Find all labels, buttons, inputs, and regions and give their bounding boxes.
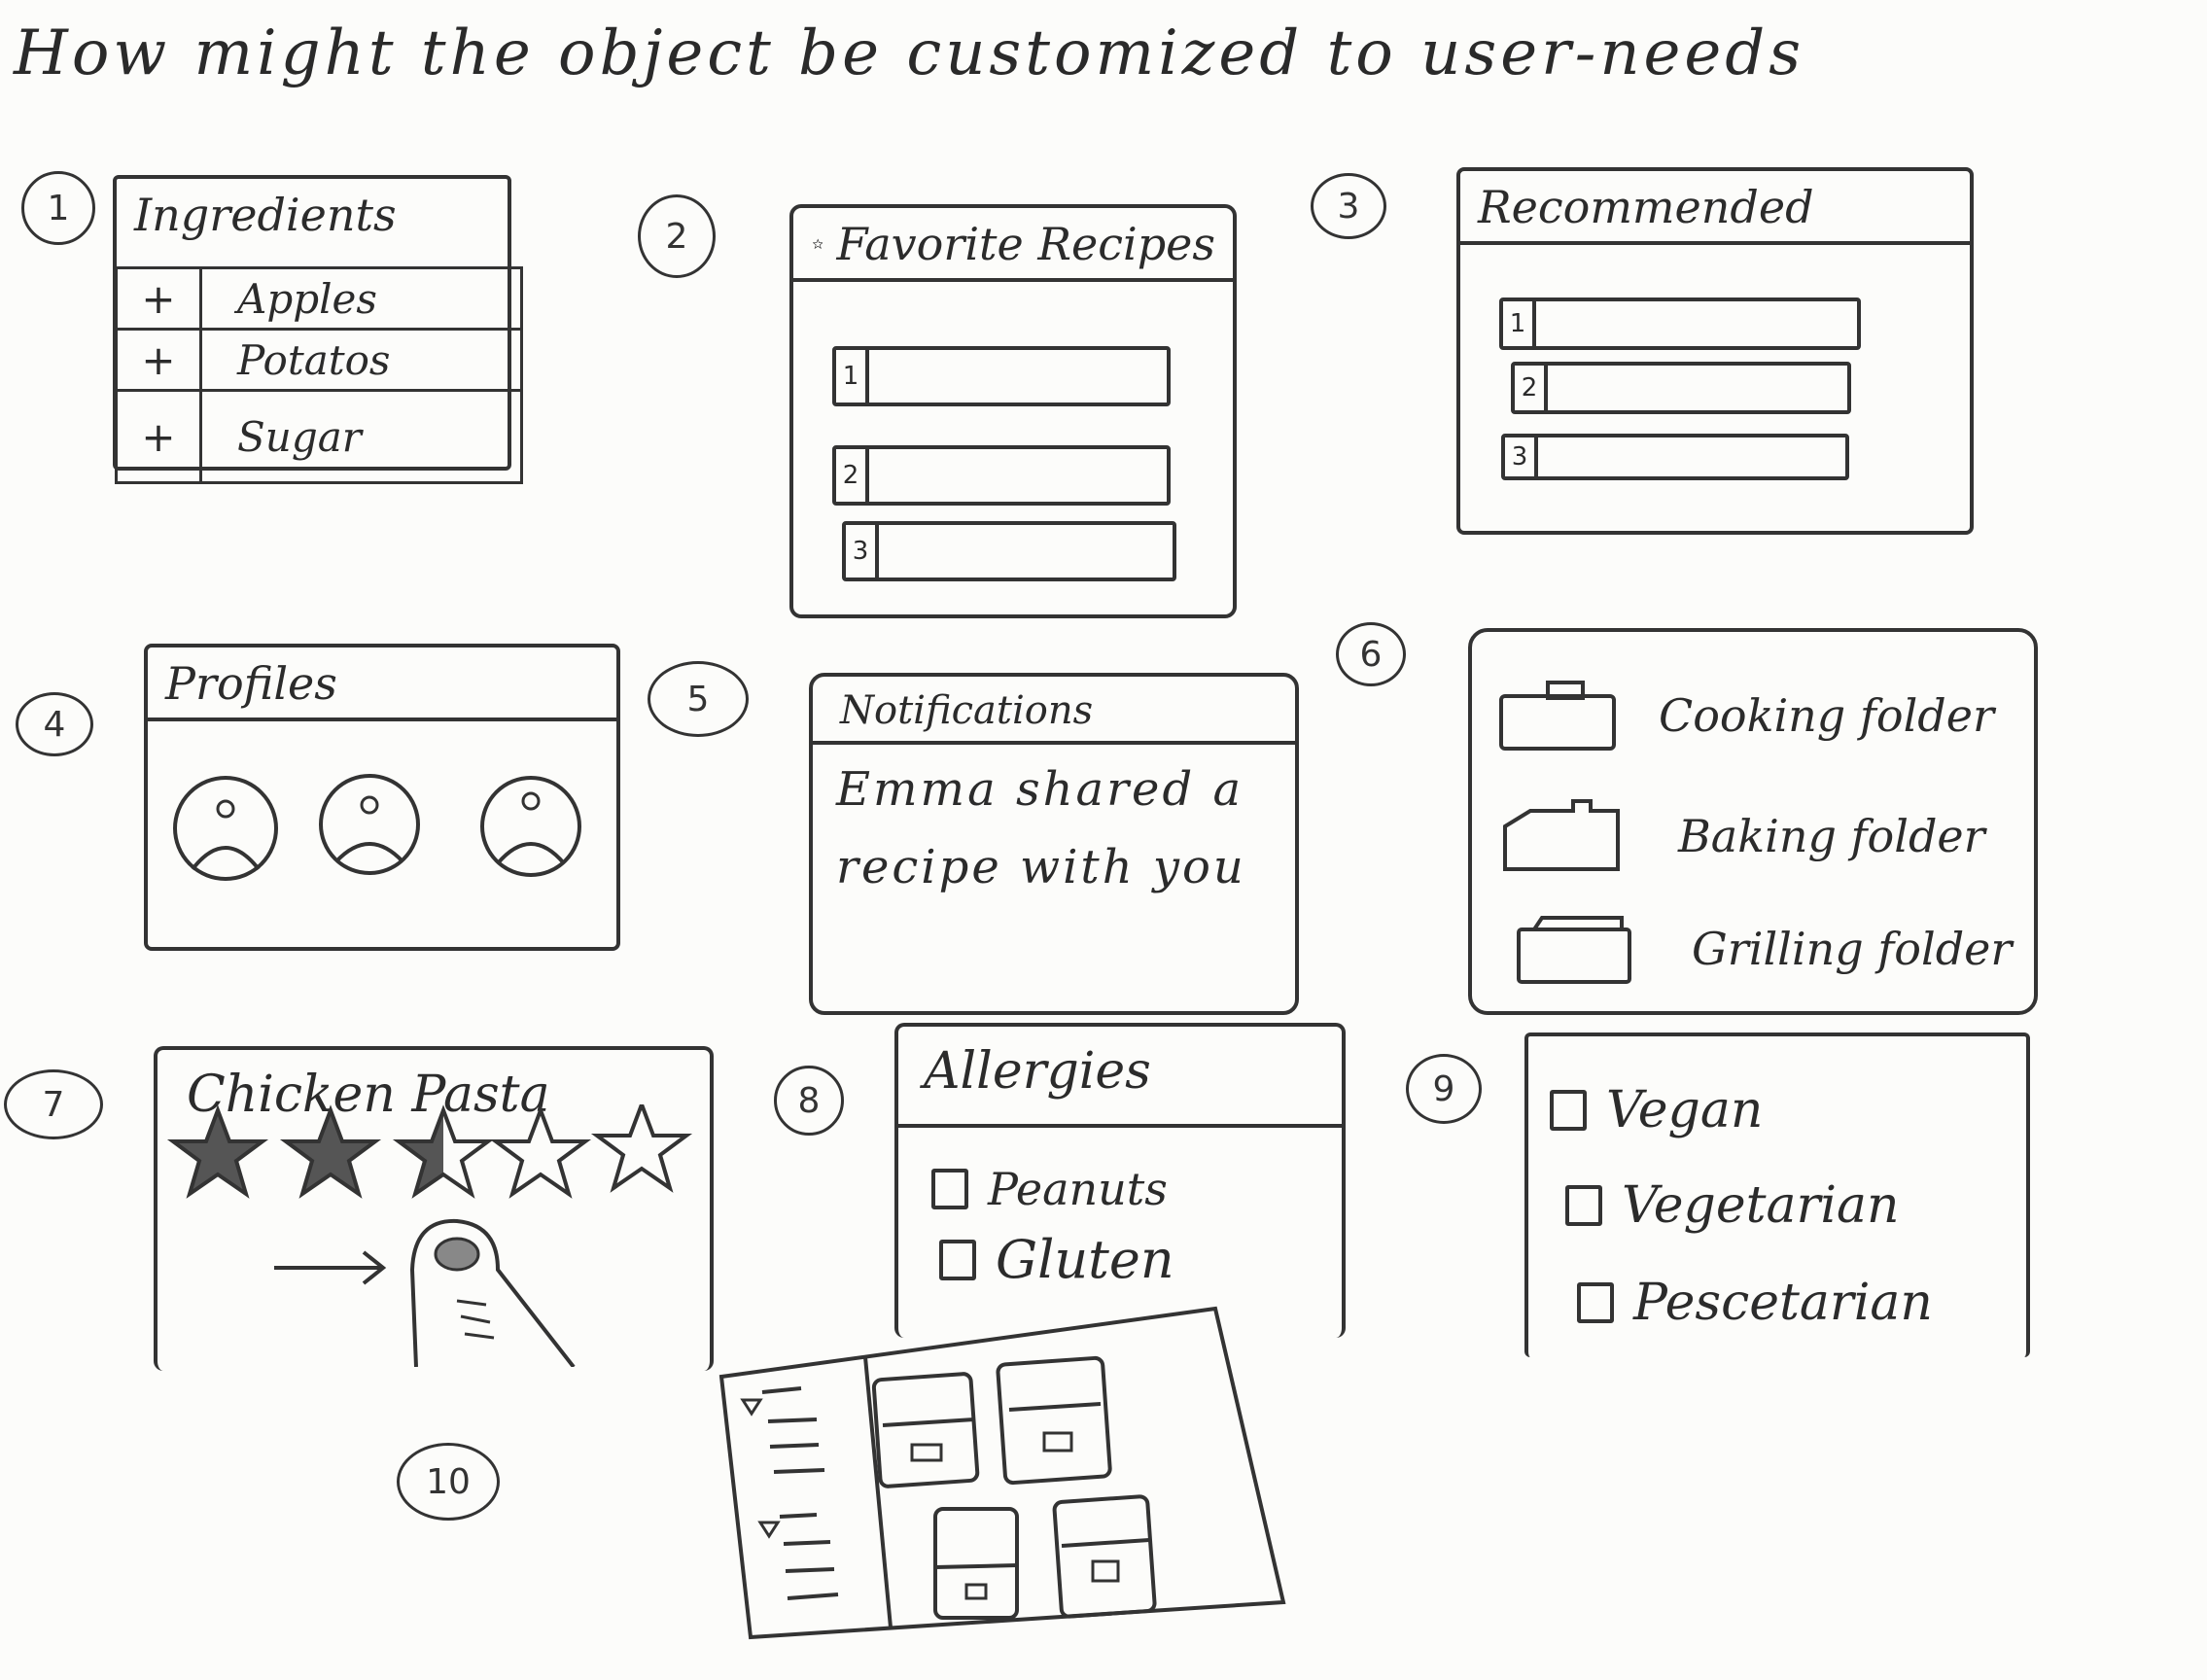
grid-layout-sketch bbox=[718, 1306, 1286, 1640]
diet-option[interactable]: Pescetarian bbox=[1577, 1274, 1933, 1332]
panel-number-5: 5 bbox=[648, 661, 749, 737]
table-row: + Potatos bbox=[115, 328, 523, 392]
recommended-row[interactable]: 2 bbox=[1511, 362, 1851, 414]
pescetarian-checkbox[interactable] bbox=[1577, 1282, 1614, 1323]
allergies-panel: Allergies bbox=[894, 1023, 1346, 1338]
panel-number-7: 7 bbox=[4, 1069, 103, 1139]
folder-item[interactable]: Baking folder bbox=[1501, 797, 1985, 875]
panel-number-3: 3 bbox=[1311, 173, 1386, 239]
peanuts-checkbox[interactable] bbox=[931, 1169, 968, 1209]
avatar[interactable] bbox=[480, 776, 581, 877]
notification-message[interactable]: Emma shared a recipe with you bbox=[836, 762, 1246, 894]
finger-icon bbox=[409, 1218, 576, 1367]
sketch-title: How might the object be customized to us… bbox=[14, 18, 1805, 89]
recipe-title: Chicken Pasta bbox=[187, 1066, 550, 1124]
ingredients-table: + Apples + Potatos + Sugar bbox=[115, 266, 523, 484]
allergies-header: Allergies bbox=[898, 1027, 1342, 1128]
favorite-recipe-row[interactable]: 2 bbox=[832, 445, 1171, 506]
folder-icon bbox=[1517, 916, 1631, 984]
panel-number-1: 1 bbox=[21, 171, 95, 245]
card[interactable] bbox=[996, 1355, 1112, 1486]
notifications-header: Notifications bbox=[813, 677, 1295, 745]
panel-number-4: 4 bbox=[16, 692, 93, 756]
avatar[interactable] bbox=[319, 774, 420, 875]
expand-triangle-icon[interactable] bbox=[740, 1398, 763, 1417]
row-number: 2 bbox=[1515, 366, 1548, 410]
card[interactable] bbox=[871, 1372, 980, 1488]
folder-item[interactable]: Cooking folder bbox=[1497, 677, 1994, 754]
panel-number-2: 2 bbox=[638, 194, 716, 278]
panel-number-9: 9 bbox=[1406, 1054, 1482, 1124]
profiles-header: Profiles bbox=[148, 648, 616, 721]
favorite-recipe-row[interactable]: 1 bbox=[832, 346, 1171, 406]
table-row: + Apples bbox=[115, 266, 523, 331]
allergy-label: Peanuts bbox=[988, 1163, 1168, 1215]
panel-number-6: 6 bbox=[1336, 622, 1406, 686]
folder-label: Baking folder bbox=[1678, 810, 1985, 862]
recommended-header: Recommended bbox=[1460, 171, 1970, 245]
ingredient-name: Potatos bbox=[199, 328, 523, 392]
folder-icon bbox=[1503, 799, 1620, 871]
folder-item[interactable]: Grilling folder bbox=[1515, 910, 2012, 988]
allergy-option[interactable]: Peanuts bbox=[931, 1163, 1168, 1215]
rating-panel: Chicken Pasta bbox=[154, 1046, 714, 1371]
favorite-recipe-row[interactable]: 3 bbox=[842, 521, 1176, 581]
profile-avatars bbox=[173, 774, 581, 881]
row-number: 1 bbox=[836, 350, 869, 402]
folder-label: Grilling folder bbox=[1692, 923, 2013, 975]
star-icon-2[interactable] bbox=[279, 1104, 382, 1199]
diet-label: Vegetarian bbox=[1622, 1176, 1900, 1235]
recommended-row[interactable]: 3 bbox=[1501, 434, 1849, 480]
row-number: 3 bbox=[1505, 438, 1538, 476]
diet-option[interactable]: Vegan bbox=[1550, 1081, 1763, 1139]
row-number: 3 bbox=[846, 525, 879, 578]
avatar[interactable] bbox=[173, 776, 278, 881]
folders-panel bbox=[1468, 628, 2038, 1015]
star-icon-3[interactable] bbox=[392, 1104, 495, 1199]
row-number: 2 bbox=[836, 449, 869, 502]
favorite-recipes-header: Favorite Recipes bbox=[793, 208, 1233, 282]
table-row: + Sugar bbox=[115, 389, 523, 484]
add-potatos-button[interactable]: + bbox=[115, 328, 202, 392]
vegetarian-checkbox[interactable] bbox=[1565, 1185, 1602, 1226]
star-icon-4[interactable] bbox=[489, 1104, 592, 1199]
favorite-recipes-panel: Favorite Recipes bbox=[789, 204, 1237, 618]
ingredient-name: Sugar bbox=[199, 389, 523, 484]
add-apples-button[interactable]: + bbox=[115, 266, 202, 331]
add-sugar-button[interactable]: + bbox=[115, 389, 202, 484]
diets-panel bbox=[1524, 1032, 2030, 1357]
notifications-panel: Notifications Emma shared a recipe with … bbox=[809, 673, 1299, 1015]
star-icon bbox=[813, 238, 823, 250]
favorite-recipes-title: Favorite Recipes bbox=[836, 218, 1215, 270]
allergy-option[interactable]: Gluten bbox=[939, 1229, 1174, 1290]
sidebar-list[interactable] bbox=[740, 1386, 839, 1600]
folder-label: Cooking folder bbox=[1659, 689, 1994, 742]
swipe-arrow-icon bbox=[274, 1250, 387, 1285]
recommended-row[interactable]: 1 bbox=[1499, 298, 1861, 350]
rating-widget bbox=[166, 1104, 693, 1367]
expand-triangle-icon[interactable] bbox=[757, 1521, 781, 1539]
recommended-panel: Recommended bbox=[1456, 167, 1974, 535]
folder-icon bbox=[1499, 681, 1616, 751]
ingredients-header: Ingredients bbox=[134, 189, 397, 241]
row-number: 1 bbox=[1503, 301, 1536, 346]
card[interactable] bbox=[933, 1507, 1019, 1620]
diet-option[interactable]: Vegetarian bbox=[1565, 1176, 1900, 1235]
panel-number-8: 8 bbox=[774, 1066, 844, 1136]
star-icon-1[interactable] bbox=[166, 1104, 269, 1199]
vegan-checkbox[interactable] bbox=[1550, 1090, 1587, 1131]
panel-number-10: 10 bbox=[397, 1443, 500, 1521]
ingredient-name: Apples bbox=[199, 266, 523, 331]
allergy-label: Gluten bbox=[996, 1229, 1174, 1290]
diet-label: Vegan bbox=[1606, 1081, 1764, 1139]
profiles-panel: Profiles bbox=[144, 644, 620, 951]
diet-label: Pescetarian bbox=[1633, 1274, 1933, 1332]
star-icon-5[interactable] bbox=[590, 1104, 693, 1193]
card[interactable] bbox=[1052, 1494, 1157, 1619]
gluten-checkbox[interactable] bbox=[939, 1239, 976, 1280]
